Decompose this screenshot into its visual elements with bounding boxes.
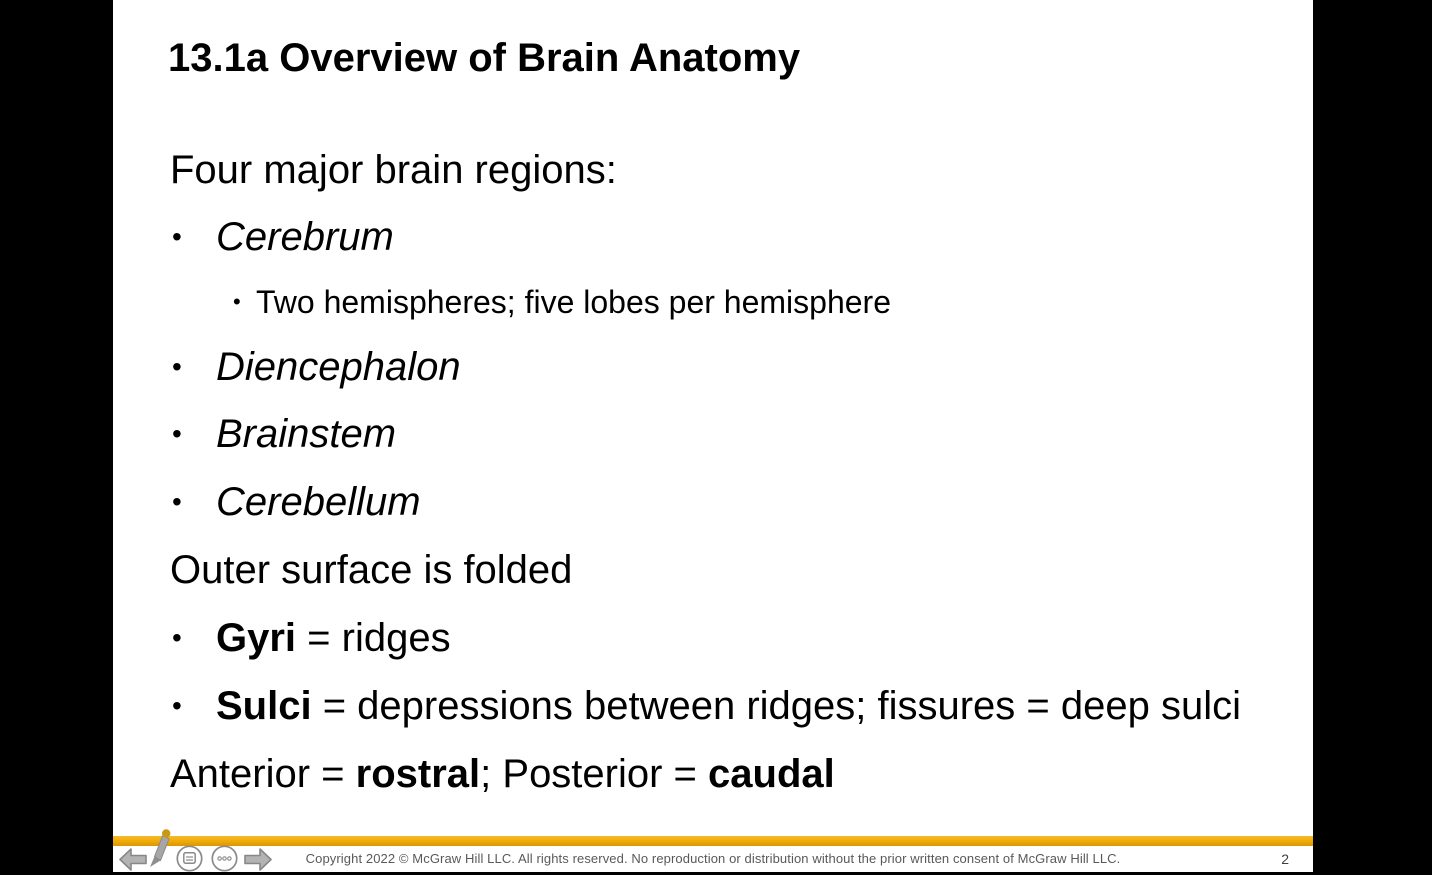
more-options-icon <box>211 845 238 875</box>
bullet-marker: • <box>172 351 182 382</box>
slide-navigator-icon <box>176 845 203 875</box>
bullet-item: • Two hemispheres; five lobes per hemisph… <box>113 270 1313 334</box>
bullet-marker: • <box>172 486 182 517</box>
slide-body: Four major brain regions: • Cerebrum • Two h… <box>113 136 1313 808</box>
line-text: Diencephalon <box>216 344 461 389</box>
bullet-item: • Cerebrum <box>113 204 1313 270</box>
letterbox-left <box>0 0 113 872</box>
slide-number: 2 <box>1281 851 1289 867</box>
line-text: Four major brain regions: <box>170 147 617 192</box>
bullet-marker: • <box>172 622 182 653</box>
line-text: Gyri = ridges <box>216 615 451 660</box>
next-arrow-icon <box>244 848 272 874</box>
bullet-marker: • <box>172 418 182 449</box>
copyright-text: Copyright 2022 © McGraw Hill LLC. All ri… <box>305 851 1121 866</box>
bullet-marker: • <box>172 690 182 721</box>
bullet-item: • Gyri = ridges <box>113 604 1313 672</box>
footer-bar: Copyright 2022 © McGraw Hill LLC. All ri… <box>113 846 1313 872</box>
letterbox-right <box>1313 0 1432 872</box>
pen-tool-button[interactable] <box>148 826 172 873</box>
slide-text-line: Anterior = rostral; Posterior = caudal <box>113 740 1313 808</box>
line-text: Cerebrum <box>216 214 394 259</box>
line-text: Anterior = rostral; Posterior = caudal <box>170 751 835 796</box>
slide-text-line: Outer surface is folded <box>113 536 1313 604</box>
slide-navigator-button[interactable] <box>176 845 203 875</box>
bullet-item: • Cerebellum <box>113 468 1313 536</box>
previous-slide-button[interactable] <box>119 848 147 874</box>
line-text: Cerebellum <box>216 479 421 524</box>
line-text: Brainstem <box>216 411 397 456</box>
bullet-item: • Sulci = depressions between ridges; fis… <box>113 672 1313 740</box>
line-text: Two hemispheres; five lobes per hemisphe… <box>256 283 891 320</box>
pen-icon <box>148 829 172 873</box>
bullet-item: • Diencephalon <box>113 334 1313 400</box>
previous-arrow-icon <box>119 848 147 874</box>
bullet-marker: • <box>172 221 182 252</box>
line-text: Outer surface is folded <box>170 547 573 592</box>
bullet-marker: • <box>233 289 241 314</box>
footer-accent-bar <box>113 836 1313 846</box>
slide-canvas: 13.1a Overview of Brain Anatomy Four maj… <box>113 0 1313 872</box>
slide-text-line: Four major brain regions: <box>113 136 1313 204</box>
bullet-item: • Brainstem <box>113 400 1313 468</box>
next-slide-button[interactable] <box>244 848 272 874</box>
slide-title: 13.1a Overview of Brain Anatomy <box>168 36 801 80</box>
line-text: Sulci = depressions between ridges; fiss… <box>216 683 1242 728</box>
more-options-button[interactable] <box>211 845 238 875</box>
